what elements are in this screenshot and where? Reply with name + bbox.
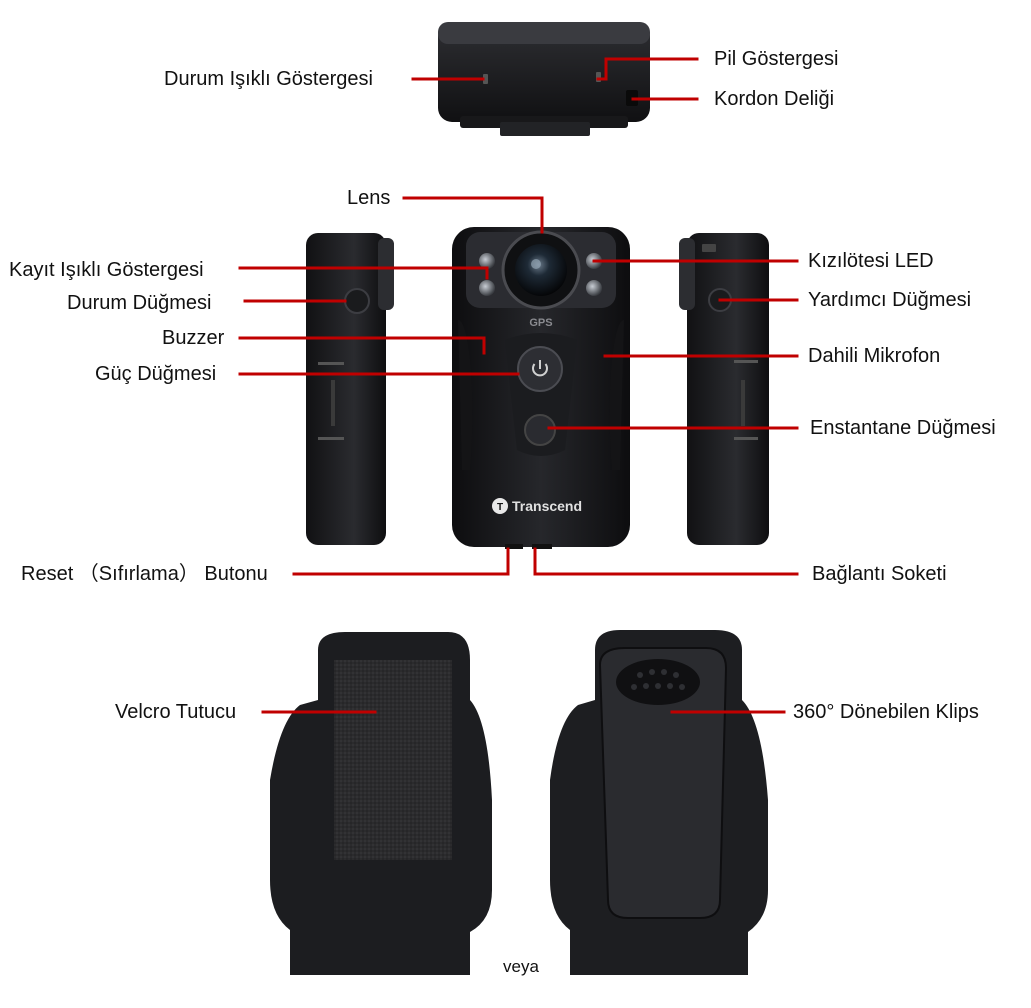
camera-top-view: [438, 22, 650, 136]
gps-mark: GPS: [529, 317, 552, 329]
power-icon: [532, 360, 548, 377]
label-connector: Bağlantı Soketi: [812, 563, 947, 585]
camera-front-view: GPS T Transcend: [452, 227, 630, 549]
leader-reset-button: [292, 547, 510, 576]
label-ir-led: Kızılötesi LED: [808, 250, 934, 272]
camera-left-side-view: [306, 233, 394, 545]
status-button-shape: [344, 288, 370, 314]
label-buzzer: Buzzer: [162, 327, 225, 349]
label-power-button: Güç Düğmesi: [95, 363, 217, 385]
label-clip: 360° Dönebilen Klips: [793, 701, 979, 723]
leader-lines: [238, 57, 799, 714]
swivel-clip: [550, 630, 768, 975]
camera-right-side-view: [679, 233, 769, 545]
label-lens: Lens: [347, 187, 391, 209]
label-battery-indicator: Pil Göstergesi: [714, 48, 839, 70]
svg-text:T: T: [497, 502, 503, 513]
leader-lens: [402, 196, 544, 234]
label-snapshot-button: Enstantane Düğmesi: [810, 417, 996, 439]
leader-connector: [533, 547, 799, 576]
label-velcro: Velcro Tutucu: [115, 701, 237, 723]
leader-battery-indicator: [596, 57, 699, 81]
label-or: veya: [503, 957, 539, 976]
leader-buzzer: [238, 336, 486, 355]
label-microphone: Dahili Mikrofon: [808, 345, 941, 367]
label-status-button: Durum Düğmesi: [67, 292, 212, 314]
snapshot-button-shape: [524, 414, 556, 446]
transcend-logo-icon: T: [492, 498, 508, 514]
lens-glass: [515, 244, 567, 296]
leader-record-light: [238, 266, 489, 280]
label-record-light: Kayıt Işıklı Göstergesi: [9, 259, 204, 281]
velcro-holder: [270, 632, 492, 975]
label-lanyard-hole: Kordon Deliği: [714, 88, 835, 110]
label-reset-button: Reset （Sıfırlama） Butonu: [21, 563, 268, 585]
label-status-light: Durum Işıklı Göstergesi: [164, 68, 373, 90]
label-aux-button: Yardımcı Düğmesi: [808, 289, 972, 311]
brand-name: Transcend: [512, 498, 582, 514]
velcro-pad: [334, 660, 452, 860]
